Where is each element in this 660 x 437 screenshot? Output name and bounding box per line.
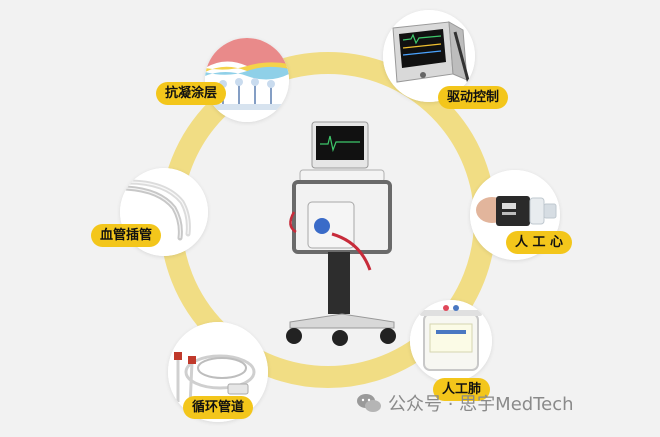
watermark-text: 公众号 · 思宇MedTech <box>388 394 574 415</box>
ecmo-cart-icon <box>286 121 396 346</box>
central-device <box>272 116 412 352</box>
coating-illustration-icon <box>205 38 289 122</box>
wechat-icon <box>357 394 381 412</box>
lung-label: 人工肺 <box>433 378 491 401</box>
lung-node <box>410 300 492 382</box>
anticoag-label: 抗凝涂层 <box>156 82 227 105</box>
anticoag-node <box>205 38 289 122</box>
heart-label: 人 工 心 <box>506 231 573 254</box>
oxygenator-icon <box>410 300 492 382</box>
drive-label: 驱动控制 <box>438 86 509 109</box>
watermark: 公众号 · 思宇MedTech <box>356 392 574 415</box>
circuit-label: 循环管道 <box>183 396 254 419</box>
cannula-label: 血管插管 <box>91 224 162 247</box>
